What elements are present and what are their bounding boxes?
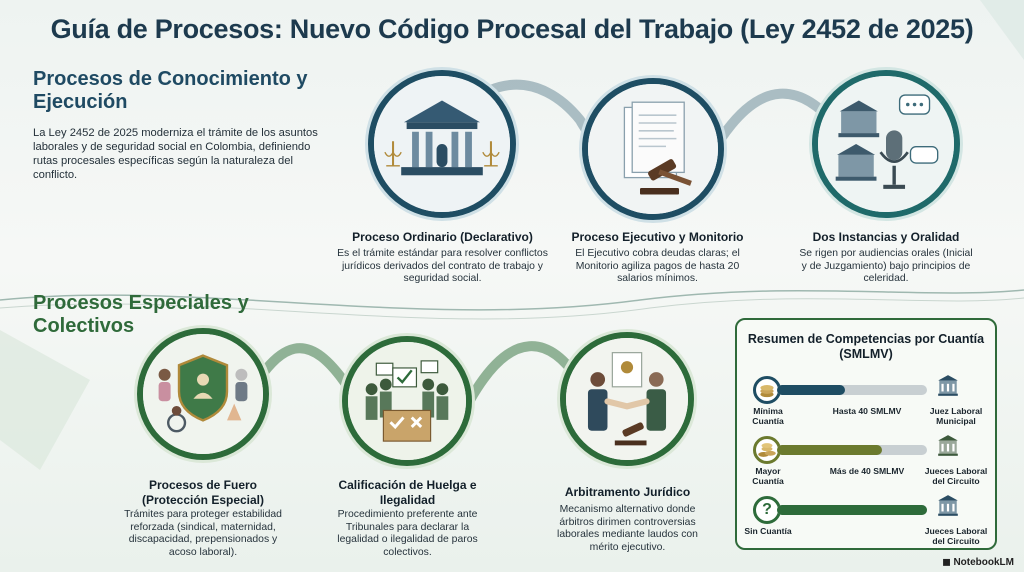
section-intro-text: La Ley 2452 de 2025 moderniza el trámite… [33, 127, 318, 181]
courthouse-icon [937, 374, 959, 398]
row-right-label: Juez Laboral Municipal [929, 406, 983, 426]
item-label-huelga: Calificación de Huelga e Ilegalidad [338, 478, 477, 507]
item-desc-huelga: Procedimiento preferente ante Tribunales… [337, 509, 478, 558]
brand-name: NotebookLM [953, 557, 1014, 568]
row-left-label: Mayor Cuantía [752, 466, 784, 486]
strike-ballot-icon [342, 336, 472, 466]
gavel-documents-icon [582, 78, 724, 220]
courthouse-icon [937, 434, 959, 458]
row-right-label: Jueces Laboral del Circuito [924, 466, 988, 486]
courthouse-icon [368, 70, 516, 218]
item-desc-ejecutivo: El Ejecutivo cobra deudas claras; el Mon… [575, 248, 740, 285]
microphone-courts-icon [812, 70, 960, 218]
brand-icon: ◼ [942, 557, 954, 568]
item-label-arbitramento: Arbitramento Jurídico [564, 485, 691, 499]
competencia-row: Mayor Cuantía Más de 40 SMLMV Jueces Lab… [737, 430, 995, 490]
page-title: Guía de Procesos: Nuevo Código Procesal … [50, 14, 974, 44]
row-left-label: Mínima Cuantía [752, 406, 784, 426]
item-desc-ordinario: Es el trámite estándar para resolver con… [337, 248, 548, 285]
competencia-row: Mínima Cuantía Hasta 40 SMLMV Juez Labor… [737, 370, 995, 430]
item-desc-arbitramento: Mecanismo alternativo donde árbitros dir… [557, 504, 698, 553]
handshake-icon [560, 332, 694, 466]
competencia-row: ? Sin Cuantía Jueces Laboral del Circuit… [737, 490, 995, 550]
item-label-ordinario: Proceso Ordinario (Declarativo) [352, 230, 533, 244]
cuantia-bar [777, 385, 845, 395]
brand-logo: ◼ NotebookLM [942, 557, 1014, 568]
section-heading-especiales: Procesos Especiales y Colectivos [33, 292, 249, 337]
item-label-instancias: Dos Instancias y Oralidad [812, 230, 960, 244]
item-label-fuero: Procesos de Fuero (Protección Especial) [141, 478, 265, 507]
panel-title: Resumen de Competencias por Cuantía (SML… [747, 332, 985, 361]
section-heading-conocimiento: Procesos de Conocimiento y Ejecución [33, 68, 308, 113]
row-left-label: Sin Cuantía [744, 526, 792, 536]
row-middle-label: Más de 40 SMLMV [829, 466, 905, 476]
row-right-label: Jueces Laboral del Circuito [924, 526, 988, 546]
cuantia-bar [777, 445, 882, 455]
item-label-ejecutivo: Proceso Ejecutivo y Monitorio [571, 230, 744, 244]
shield-people-icon [137, 328, 269, 460]
item-desc-fuero: Trámites para proteger estabilidad refor… [124, 509, 282, 558]
courthouse-icon [937, 494, 959, 518]
cuantia-track [777, 385, 927, 395]
item-desc-instancias: Se rigen por audiencias orales (Inicial … [799, 248, 973, 285]
row-middle-label: Hasta 40 SMLMV [832, 406, 902, 416]
question-mark-icon: ? [753, 496, 781, 524]
cuantia-bar [777, 505, 927, 515]
competencias-panel: Resumen de Competencias por Cuantía (SML… [735, 318, 997, 550]
